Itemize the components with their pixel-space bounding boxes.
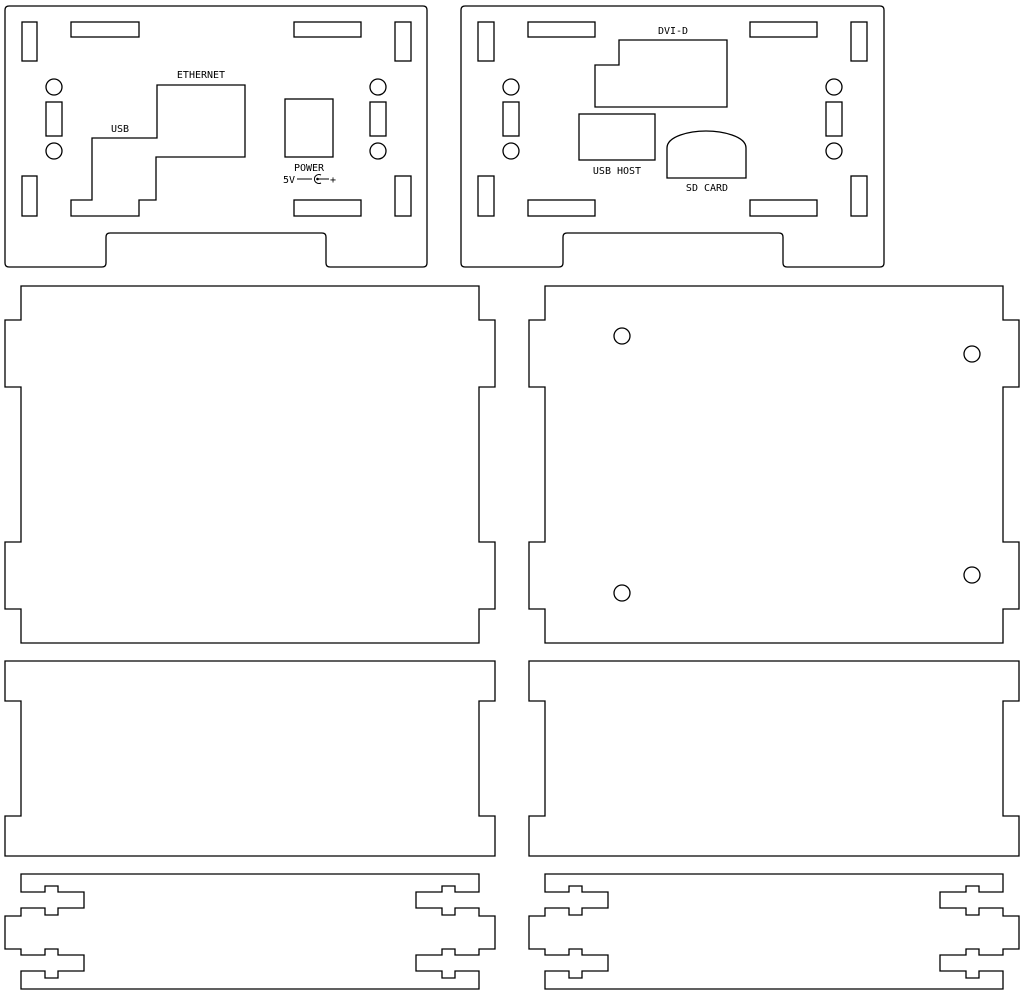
back-panel-outline (460, 5, 885, 268)
power-jack-cutout (284, 98, 334, 158)
top-plate-outline (4, 285, 496, 644)
screw-hole (825, 78, 843, 96)
dvi-cutout (594, 39, 728, 108)
slot (527, 21, 596, 38)
screw-hole (45, 142, 63, 160)
slot (293, 199, 362, 217)
sd-card-cutout (666, 130, 747, 179)
slot (749, 21, 818, 38)
screw-hole (502, 78, 520, 96)
left-column-pieces (4, 285, 496, 990)
usb-host-label: USB HOST (593, 166, 641, 177)
slot (293, 21, 362, 38)
slot (394, 21, 412, 62)
screw-hole (825, 142, 843, 160)
slot (21, 175, 38, 217)
slot (850, 21, 868, 62)
slot (394, 175, 412, 217)
mounting-hole (613, 327, 631, 345)
slot (45, 101, 63, 137)
screw-hole (369, 142, 387, 160)
dc-jack-polarity-icon (297, 174, 329, 184)
dvi-label: DVI-D (658, 26, 688, 37)
bottom-plate-outline (528, 285, 1020, 644)
end-plate-outline (528, 873, 1020, 990)
slot (477, 175, 495, 217)
slot (70, 21, 140, 38)
back-panel: DVI-D USB HOST SD CARD (460, 5, 885, 268)
side-plate-outline (4, 660, 496, 857)
ethernet-label: ETHERNET (177, 70, 225, 81)
mounting-hole (963, 345, 981, 363)
front-panel-outline (4, 5, 428, 268)
end-plate-outline (4, 873, 496, 990)
slot (21, 21, 38, 62)
power-label: POWER (294, 163, 325, 174)
screw-hole (369, 78, 387, 96)
sd-card-label: SD CARD (686, 183, 728, 194)
right-column-pieces (528, 285, 1020, 990)
slot (369, 101, 387, 137)
slot (502, 101, 520, 137)
front-panel: ETHERNET USB POWER 5V + (4, 5, 428, 268)
usb-host-cutout (578, 113, 656, 161)
slot (477, 21, 495, 62)
power-polarity-label: + (330, 175, 336, 186)
slot (825, 101, 843, 137)
mounting-hole (963, 566, 981, 584)
screw-hole (502, 142, 520, 160)
mounting-hole (613, 584, 631, 602)
power-voltage-label: 5V (283, 175, 295, 186)
usb-label: USB (111, 124, 129, 135)
slot (749, 199, 818, 217)
slot (527, 199, 596, 217)
screw-hole (45, 78, 63, 96)
usb-ethernet-cutout (70, 84, 246, 217)
slot (850, 175, 868, 217)
side-plate-outline (528, 660, 1020, 857)
